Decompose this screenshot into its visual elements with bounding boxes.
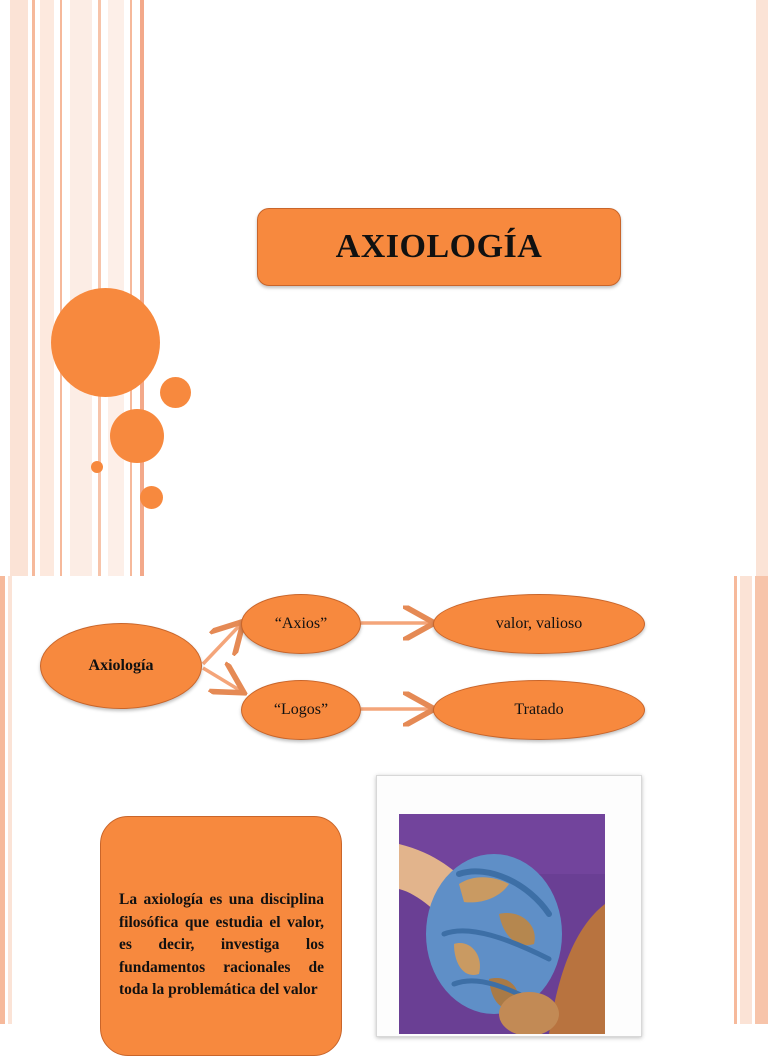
decor-stripe xyxy=(60,0,62,576)
hands-globe-photo xyxy=(399,814,605,1034)
page-title: AXIOLOGÍA xyxy=(335,228,543,265)
decor-stripe xyxy=(756,0,768,576)
decor-circle-tiny xyxy=(91,461,103,473)
decor-circle-small xyxy=(160,377,191,408)
decor-stripe xyxy=(8,576,12,1024)
node-tratado: Tratado xyxy=(433,680,645,740)
decor-circle-medium xyxy=(110,409,164,463)
decor-stripe xyxy=(140,0,144,576)
node-axiologia: Axiología xyxy=(40,623,202,709)
decor-stripe xyxy=(40,0,54,576)
decor-stripe xyxy=(70,0,92,576)
decor-stripe xyxy=(130,0,132,576)
definition-box: La axiología es una disciplina filosófic… xyxy=(100,816,342,1056)
decor-stripe xyxy=(740,576,752,1024)
decor-stripe xyxy=(734,576,737,1024)
decor-stripe xyxy=(32,0,35,576)
node-axiologia-label: Axiología xyxy=(88,657,154,674)
node-logos: “Logos” xyxy=(241,680,361,740)
node-valor-label: valor, valioso xyxy=(495,615,583,632)
decor-stripe xyxy=(755,576,768,1024)
decor-stripe xyxy=(0,576,5,1024)
title-box: AXIOLOGÍA xyxy=(257,208,621,286)
definition-text: La axiología es una disciplina filosófic… xyxy=(119,891,324,998)
photo-frame xyxy=(376,775,642,1037)
node-axios: “Axios” xyxy=(241,594,361,654)
node-tratado-label: Tratado xyxy=(514,701,564,718)
node-logos-label: “Logos” xyxy=(273,701,329,718)
decor-circle-small xyxy=(140,486,163,509)
decor-circle-large xyxy=(51,288,160,397)
node-axios-label: “Axios” xyxy=(274,615,328,632)
node-valor: valor, valioso xyxy=(433,594,645,654)
decor-stripe xyxy=(10,0,28,576)
slide-title: AXIOLOGÍA xyxy=(10,0,768,576)
